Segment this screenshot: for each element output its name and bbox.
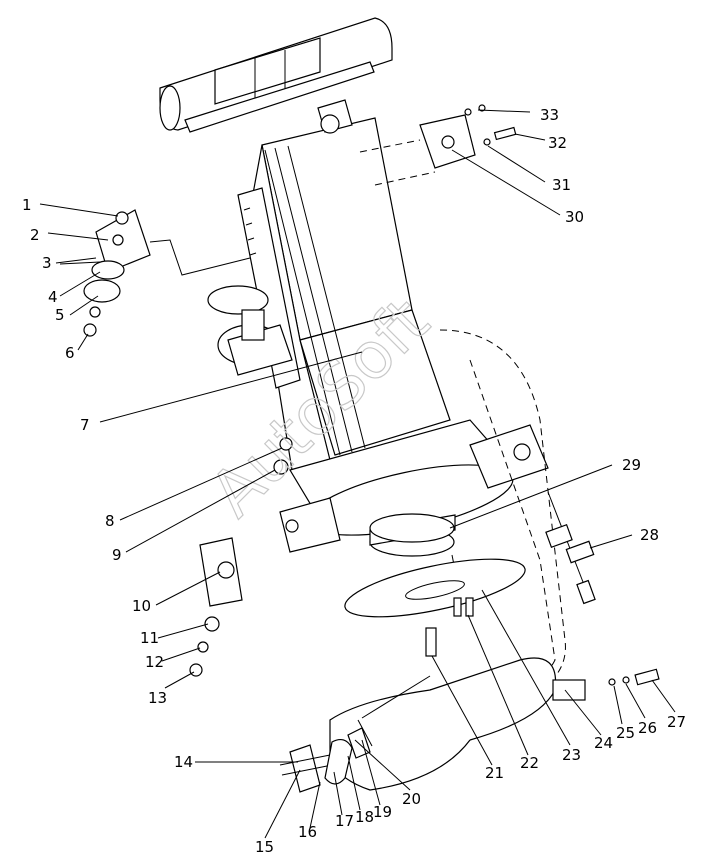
callout-5: 5 [55, 306, 65, 324]
callout-24: 24 [594, 734, 613, 752]
callout-11: 11 [140, 629, 159, 647]
main-column [207, 99, 451, 471]
callout-18: 18 [355, 808, 374, 826]
parts-24-27 [552, 668, 660, 701]
leader-lines [39, 109, 676, 839]
lower-arm [329, 329, 566, 791]
callout-13: 13 [148, 689, 167, 707]
callout-7: 7 [80, 416, 90, 434]
callout-23: 23 [562, 746, 581, 764]
callout-33: 33 [540, 106, 559, 124]
part-28-sensor [545, 491, 596, 605]
callout-17: 17 [335, 812, 354, 830]
callout-20: 20 [402, 790, 421, 808]
part-8 [279, 437, 293, 451]
left-bracket [59, 209, 251, 337]
callout-14: 14 [174, 753, 193, 771]
callout-29: 29 [622, 456, 641, 474]
callout-25: 25 [616, 724, 635, 742]
callout-3: 3 [42, 254, 52, 272]
top-roller [159, 17, 393, 133]
callout-19: 19 [373, 803, 392, 821]
callout-1: 1 [22, 196, 32, 214]
callout-21: 21 [485, 764, 504, 782]
callout-16: 16 [298, 823, 317, 841]
callout-22: 22 [520, 754, 539, 772]
callout-8: 8 [105, 512, 115, 530]
callout-31: 31 [552, 176, 571, 194]
callout-10: 10 [132, 597, 151, 615]
callout-labels: 1 2 3 4 5 6 7 8 9 10 11 12 13 14 15 16 1… [22, 106, 686, 856]
callout-30: 30 [565, 208, 584, 226]
callout-15: 15 [255, 838, 274, 856]
part-29-disc [369, 513, 456, 571]
callout-32: 32 [548, 134, 567, 152]
callout-2: 2 [30, 226, 40, 244]
part-10-block [189, 537, 243, 677]
bolts-21-22 [425, 597, 474, 657]
turntable-base [279, 419, 549, 553]
part-9 [273, 459, 289, 475]
right-bracket-30 [359, 104, 517, 186]
callout-6: 6 [65, 344, 75, 362]
callout-28: 28 [640, 526, 659, 544]
part-23-plate [344, 558, 526, 618]
callout-12: 12 [145, 653, 164, 671]
callout-27: 27 [667, 713, 686, 731]
callout-26: 26 [638, 719, 657, 737]
callout-9: 9 [112, 546, 122, 564]
callout-4: 4 [48, 288, 58, 306]
